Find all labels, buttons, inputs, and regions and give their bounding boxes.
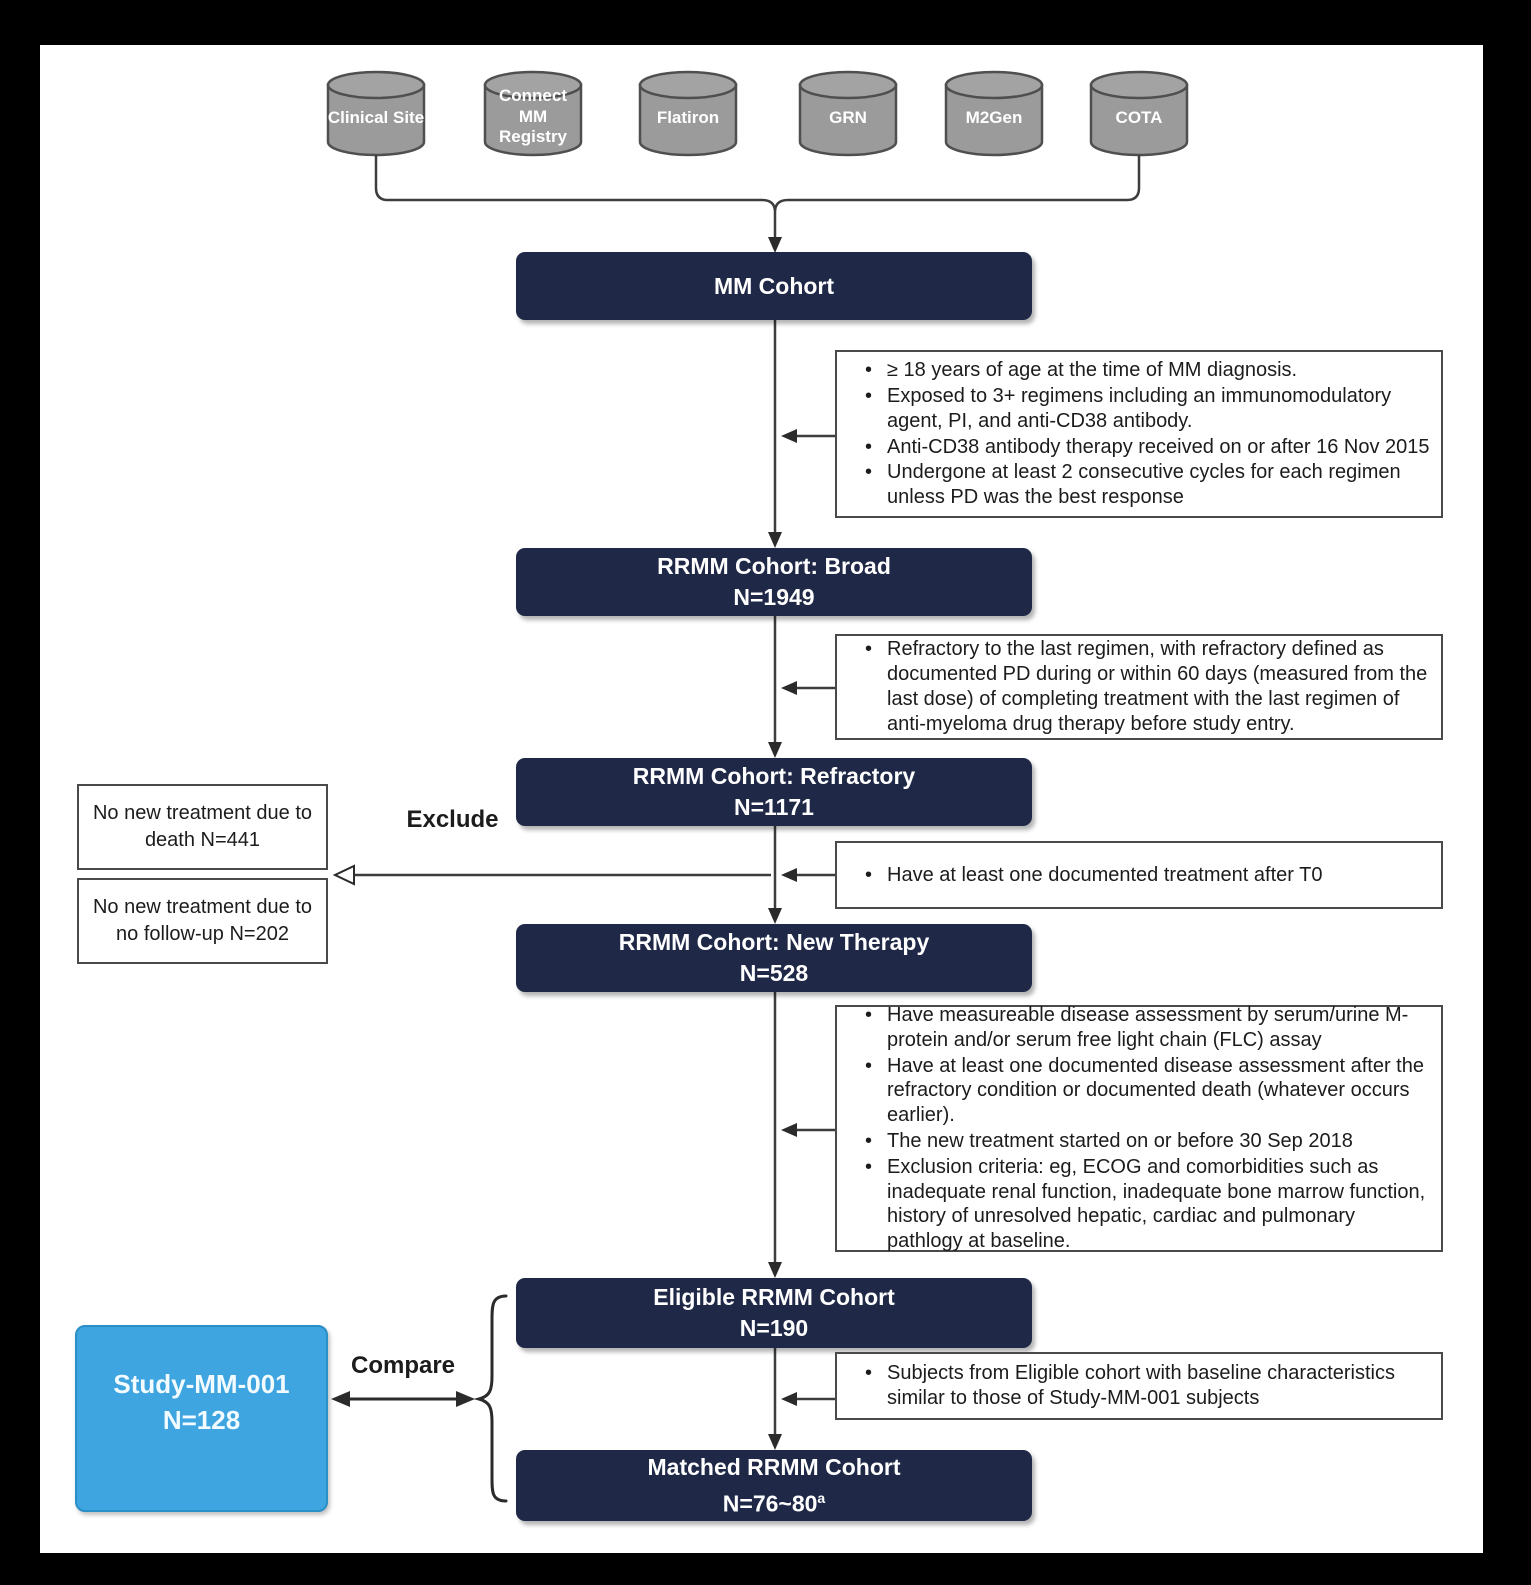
cohort-n: N=76~80a	[722, 1489, 826, 1517]
cohort-title: RRMM Cohort: New Therapy	[618, 929, 930, 955]
cohort-title: Matched RRMM Cohort	[647, 1453, 901, 1480]
criteria-item: Undergone at least 2 consecutive cycles …	[861, 460, 1431, 510]
cohort-box-broad: RRMM Cohort: Broad N=1949	[516, 548, 1032, 616]
criteria-box-refractory-to-new: Have at least one documented treatment a…	[835, 841, 1443, 909]
criteria-list: ≥ 18 years of age at the time of MM diag…	[843, 357, 1431, 511]
cohort-n: N=190	[739, 1315, 809, 1341]
criteria-list: Refractory to the last regimen, with ref…	[843, 636, 1431, 737]
cohort-box-refractory: RRMM Cohort: Refractory N=1171	[516, 758, 1032, 826]
criteria-item: Have at least one documented disease ass…	[861, 1054, 1431, 1128]
criteria-item: ≥ 18 years of age at the time of MM diag…	[861, 358, 1431, 383]
study-n: N=128	[162, 1404, 241, 1435]
database-label: GRN	[829, 107, 867, 127]
criteria-box-mm-to-broad: ≥ 18 years of age at the time of MM diag…	[835, 350, 1443, 518]
database-label: Connect MM Registry	[498, 86, 568, 147]
cohort-n: N=528	[739, 960, 809, 986]
criteria-item: Exposed to 3+ regimens including an immu…	[861, 384, 1431, 434]
criteria-item: Anti-CD38 antibody therapy received on o…	[861, 435, 1431, 460]
criteria-box-new-to-eligible: Have measureable disease assessment by s…	[835, 1002, 1443, 1255]
study-title: Study-MM-001	[113, 1368, 290, 1399]
study-box: Study-MM-001 N=128	[75, 1325, 328, 1512]
compare-label: Compare	[350, 1352, 456, 1379]
exclude-label: Exclude	[406, 806, 499, 833]
database-label: Flatiron	[656, 107, 720, 127]
criteria-item: Exclusion criteria: eg, ECOG and comorbi…	[861, 1155, 1431, 1254]
database-label: M2Gen	[965, 107, 1023, 127]
cohort-box-eligible: Eligible RRMM Cohort N=190	[516, 1278, 1032, 1348]
cohort-title: RRMM Cohort: Refractory	[632, 763, 916, 789]
criteria-item: Refractory to the last regimen, with ref…	[861, 637, 1431, 736]
cohort-title: RRMM Cohort: Broad	[657, 553, 891, 579]
cohort-box-matched: Matched RRMM Cohort N=76~80a	[516, 1450, 1032, 1521]
database-label: COTA	[1115, 107, 1163, 127]
footnote-marker: a	[817, 1489, 826, 1506]
criteria-box-eligible-to-matched: Subjects from Eligible cohort with basel…	[835, 1352, 1443, 1420]
criteria-item: Have at least one documented treatment a…	[861, 863, 1431, 888]
cohort-title: MM Cohort	[713, 272, 835, 299]
cohort-n: N=1949	[733, 584, 815, 610]
criteria-list: Subjects from Eligible cohort with basel…	[843, 1360, 1431, 1412]
criteria-box-broad-to-refractory: Refractory to the last regimen, with ref…	[835, 634, 1443, 740]
criteria-list: Have measureable disease assessment by s…	[843, 1002, 1431, 1255]
cohort-box-mm: MM Cohort	[516, 252, 1032, 320]
cohort-n: N=1171	[734, 794, 814, 820]
criteria-item: The new treatment started on or before 3…	[861, 1129, 1431, 1154]
database-label: Clinical Site	[327, 107, 425, 127]
exclusion-box-no-followup: No new treatment due to no follow-up N=2…	[77, 878, 328, 964]
cohort-title: Eligible RRMM Cohort	[653, 1284, 895, 1310]
criteria-item: Subjects from Eligible cohort with basel…	[861, 1361, 1431, 1411]
criteria-list: Have at least one documented treatment a…	[843, 862, 1431, 889]
exclusion-box-death: No new treatment due to death N=441	[77, 784, 328, 870]
criteria-item: Have measureable disease assessment by s…	[861, 1003, 1431, 1053]
cohort-box-new-therapy: RRMM Cohort: New Therapy N=528	[516, 924, 1032, 992]
